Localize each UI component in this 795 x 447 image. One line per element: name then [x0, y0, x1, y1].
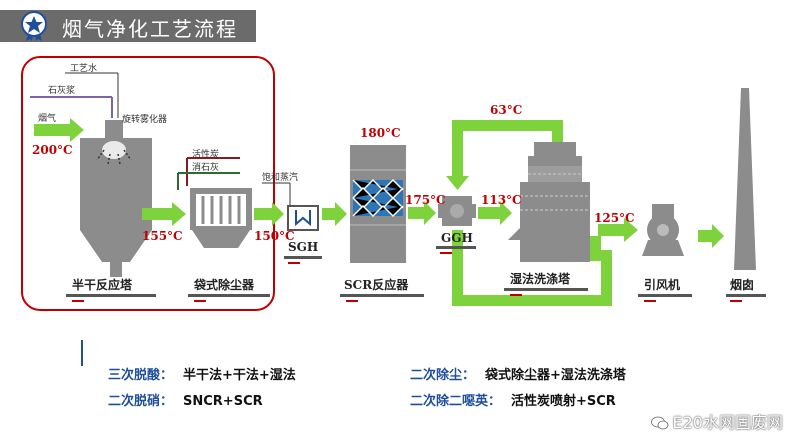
temp-180: 180°C: [360, 126, 401, 140]
temp-113: 113°C: [481, 193, 522, 207]
temp-63: 63°C: [490, 103, 523, 117]
id-fan-marker: [644, 300, 656, 302]
wet-scrubber-shape: [508, 142, 590, 262]
legend-deacid-value: 半干法+干法+湿法: [183, 368, 296, 383]
title-bar: 烟气净化工艺流程图: [0, 10, 256, 70]
atomizer-label: 旋转雾化器: [122, 115, 168, 125]
legend-dioxin-value: 活性炭喷射+SCR: [511, 394, 616, 409]
wet-scrubber-label: 湿法洗涤塔: [510, 272, 571, 286]
semi-dry-tower-shape: [80, 120, 152, 277]
temp-175: 175°C: [405, 193, 446, 207]
legend-denitration: 二次脱硝： SNCR+SCR: [108, 390, 263, 409]
activated-carbon-label: 活性炭: [192, 150, 220, 160]
scr-reactor-marker: [346, 300, 358, 302]
ggh-underline: [436, 246, 476, 249]
scr-reactor-underline: [340, 294, 424, 297]
temp-125: 125°C: [594, 211, 635, 225]
semi-dry-tower-underline: [66, 294, 156, 297]
ggh-label: GGH: [441, 231, 473, 245]
legend-dioxin: 二次除二噁英： 活性炭喷射+SCR: [410, 390, 616, 409]
scr-reactor-shape: [350, 145, 406, 263]
chimney-marker: [730, 300, 742, 302]
legend-denitration-label: 二次脱硝：: [108, 394, 174, 409]
legend-dedust: 二次除尘： 袋式除尘器+湿法洗涤塔: [410, 364, 626, 383]
wechat-icon: [650, 416, 668, 430]
input-lines: [30, 72, 291, 208]
chimney-label: 烟囱: [730, 278, 755, 292]
legend-deacid-label: 三次脱酸：: [108, 368, 174, 383]
legend-deacid: 三次脱酸： 半干法+干法+湿法: [108, 364, 296, 383]
watermark: E20水网固废网: [650, 409, 783, 433]
bag-filter-shape: [190, 188, 252, 248]
chimney-underline: [726, 294, 766, 297]
lime-slurry-label: 石灰浆: [48, 86, 76, 96]
temp-200: 200°C: [32, 143, 73, 157]
badge-icon: [21, 11, 47, 41]
sgh-label: SGH: [288, 240, 319, 254]
slaked-lime-label: 消石灰: [192, 163, 220, 173]
sgh-underline: [284, 256, 322, 259]
bag-filter-underline: [188, 294, 270, 297]
wet-scrubber-underline: [504, 288, 588, 291]
bag-filter-marker: [194, 300, 206, 302]
id-fan-label: 引风机: [644, 278, 681, 292]
semi-dry-tower-marker: [72, 300, 84, 302]
saturated-steam-label: 饱和蒸汽: [262, 173, 299, 183]
temp-155: 155°C: [142, 229, 183, 243]
bag-filter-label: 袋式除尘器: [194, 278, 255, 292]
atomizer-icon: [96, 149, 132, 165]
legend-dioxin-label: 二次除二噁英：: [410, 394, 502, 409]
temp-150: 150°C: [254, 229, 295, 243]
scr-reactor-label: SCR反应器: [344, 278, 409, 292]
wet-scrubber-marker: [510, 294, 522, 296]
page-title: 烟气净化工艺流程图: [62, 17, 238, 70]
legend-dedust-label: 二次除尘：: [410, 368, 476, 383]
ggh-shape: [438, 196, 476, 226]
process-water-label: 工艺水: [70, 64, 98, 74]
id-fan-underline: [638, 294, 692, 297]
sgh-marker: [288, 262, 300, 264]
legend-dedust-value: 袋式除尘器+湿法洗涤塔: [485, 368, 626, 383]
id-fan-shape: [642, 204, 684, 256]
chimney-shape: [734, 88, 756, 270]
semi-dry-tower-label: 半干反应塔: [72, 278, 133, 292]
flue-gas-label: 烟气: [38, 114, 57, 124]
sgh-shape: [287, 205, 319, 231]
watermark-text: E20水网固废网: [672, 413, 783, 432]
legend-denitration-value: SNCR+SCR: [183, 394, 263, 409]
ggh-marker: [440, 252, 452, 254]
